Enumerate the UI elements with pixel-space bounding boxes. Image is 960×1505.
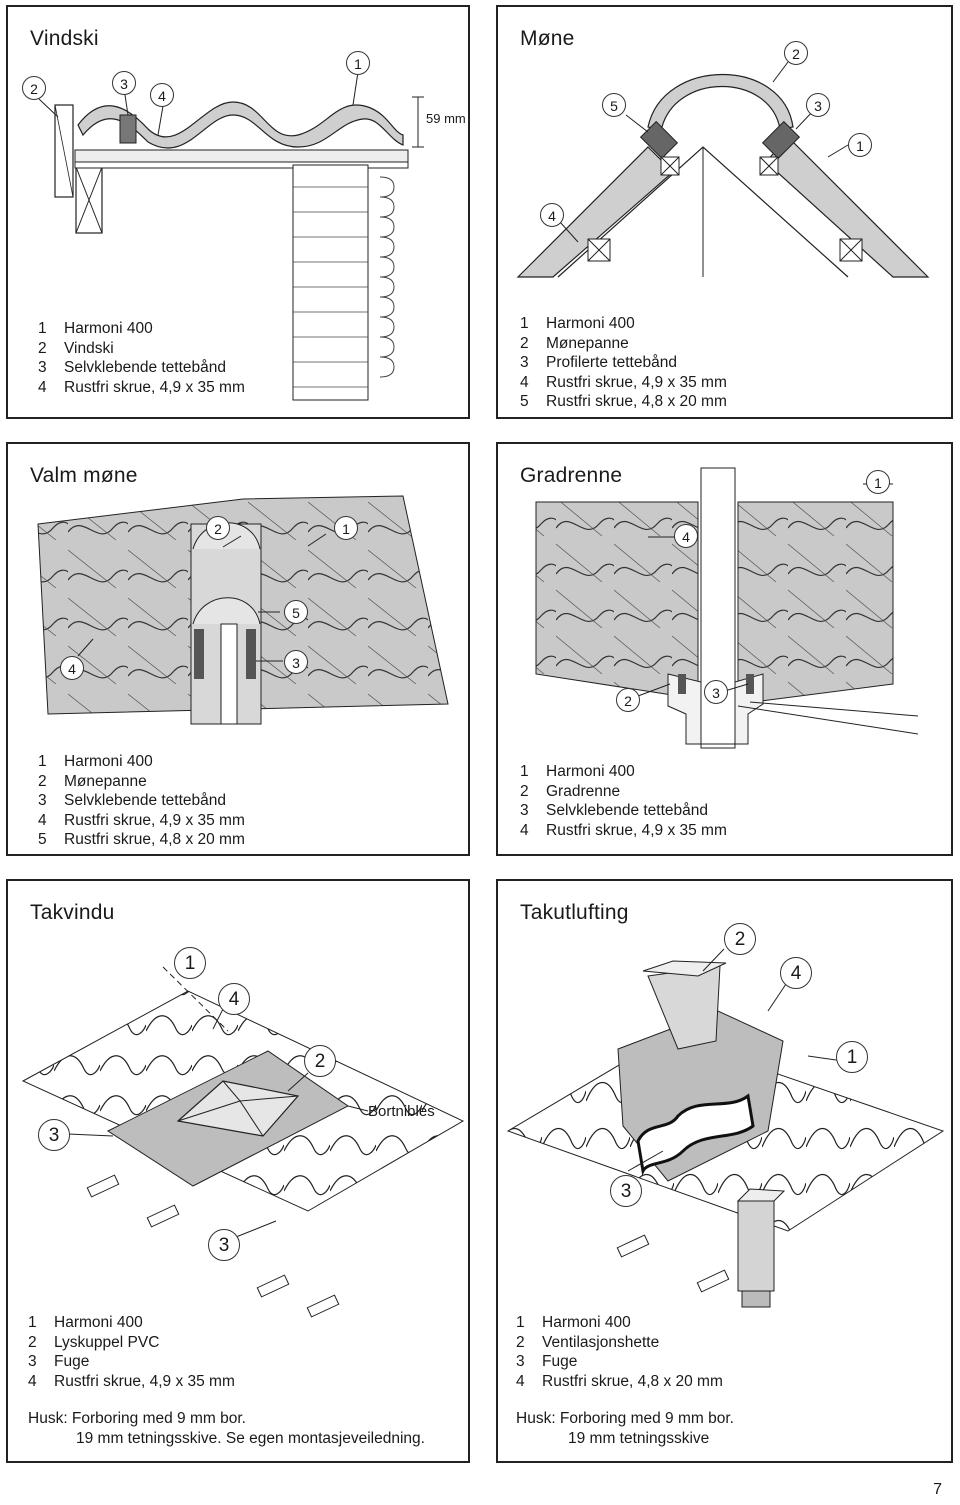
callout-5: 5	[602, 93, 626, 117]
callout-5: 5	[284, 600, 308, 624]
vindski-drawing	[38, 71, 424, 401]
callout-4: 4	[218, 983, 250, 1015]
mone-drawing	[516, 61, 930, 278]
dimension-label: 59 mm	[426, 111, 466, 126]
gradrenne-drawing	[535, 467, 919, 749]
callout-1: 1	[346, 51, 370, 75]
callout-3: 3	[610, 1175, 642, 1207]
note: Husk: Forboring med 9 mm bor. 19 mm tetn…	[28, 1410, 425, 1447]
valm-drawing	[37, 495, 449, 725]
callout-1: 1	[174, 947, 206, 979]
callout-1: 1	[836, 1041, 868, 1073]
callout-1: 1	[334, 516, 358, 540]
callout-3: 3	[704, 680, 728, 704]
bortnibles-label: Bortnibles	[368, 1103, 435, 1120]
callout-4: 4	[60, 656, 84, 680]
takvindu-drawing	[21, 966, 465, 1318]
panel-title: Møne	[520, 27, 575, 50]
callout-2: 2	[206, 516, 230, 540]
callout-2: 2	[784, 41, 808, 65]
callout-4: 4	[780, 957, 812, 989]
panel-title: Takutlufting	[520, 901, 629, 924]
callout-2: 2	[724, 923, 756, 955]
callout-3: 3	[112, 71, 136, 95]
callout-3: 3	[284, 650, 308, 674]
callout-2: 2	[304, 1045, 336, 1077]
panel-title: Gradrenne	[520, 464, 623, 487]
callout-3: 3	[806, 93, 830, 117]
callout-4: 4	[150, 83, 174, 107]
callout-4: 4	[540, 203, 564, 227]
callout-3: 3	[38, 1119, 70, 1151]
takutlufting-drawing	[506, 948, 945, 1308]
callout-2: 2	[616, 688, 640, 712]
panel-title: Takvindu	[30, 901, 115, 924]
callout-1: 1	[866, 470, 890, 494]
panel-title: Valm møne	[30, 464, 138, 487]
callout-4: 4	[674, 524, 698, 548]
callout-2: 2	[22, 76, 46, 100]
page-number: 7	[933, 1481, 942, 1498]
callout-1: 1	[848, 133, 872, 157]
callout-3b: 3	[208, 1229, 240, 1261]
note: Husk: Forboring med 9 mm bor. 19 mm tetn…	[516, 1410, 734, 1447]
panel-title: Vindski	[30, 27, 99, 50]
